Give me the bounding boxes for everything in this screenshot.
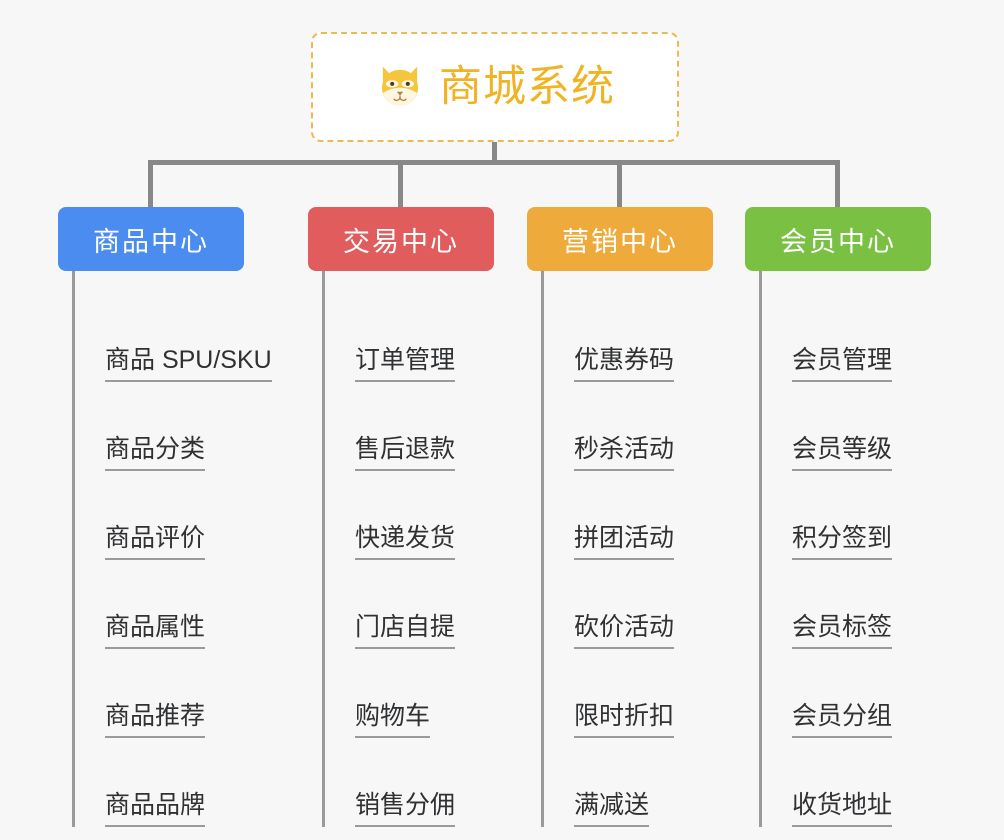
list-item[interactable]: 积分签到 [762,471,931,560]
list-item[interactable]: 拼团活动 [544,471,713,560]
root-title: 商城系统 [439,62,615,111]
list-item[interactable]: 会员等级 [762,382,931,471]
connector-drop-1 [148,160,153,207]
list-item-label: 会员管理 [792,346,893,382]
list-item[interactable]: 商品 SPU/SKU [75,293,272,382]
branch-header-label: 交易中心 [343,226,459,257]
shiba-dog-face-icon [382,66,418,106]
list-item-label: 门店自提 [355,613,456,649]
branch-items-4: 会员管理 会员等级 积分签到 会员标签 会员分组 收货地址 [759,271,931,827]
list-item[interactable]: 订单管理 [325,293,494,382]
list-item-label: 商品品牌 [105,791,206,827]
list-item-label: 商品 SPU/SKU [105,346,272,382]
list-item-label: 积分签到 [792,524,893,560]
list-item-label: 拼团活动 [574,524,675,560]
list-item[interactable]: 满减送 [544,738,713,827]
list-item[interactable]: 快递发货 [325,471,494,560]
list-item-label: 会员等级 [792,435,893,471]
branch-header-label: 营销中心 [562,226,678,257]
list-item-label: 订单管理 [355,346,456,382]
list-item-label: 商品推荐 [105,702,206,738]
list-item[interactable]: 砍价活动 [544,560,713,649]
connector-drop-3 [617,160,622,207]
list-item[interactable]: 售后退款 [325,382,494,471]
connector-bus [148,160,840,165]
list-item-label: 售后退款 [355,435,456,471]
branch-header-2[interactable]: 交易中心 [308,207,494,271]
branch-header-label: 商品中心 [93,226,209,257]
list-item-label: 购物车 [355,702,431,738]
connector-drop-2 [398,160,403,207]
branch-header-1[interactable]: 商品中心 [58,207,244,271]
branch-header-4[interactable]: 会员中心 [745,207,931,271]
list-item-label: 会员分组 [792,702,893,738]
list-item[interactable]: 会员标签 [762,560,931,649]
branch-header-3[interactable]: 营销中心 [527,207,713,271]
list-item[interactable]: 商品分类 [75,382,244,471]
list-item-label: 商品评价 [105,524,206,560]
branch-column-3: 营销中心 优惠券码 秒杀活动 拼团活动 砍价活动 限时折扣 满减送 [527,207,713,827]
root-node[interactable]: 商城系统 [311,32,679,142]
list-item[interactable]: 商品推荐 [75,649,244,738]
list-item-label: 快递发货 [355,524,456,560]
list-item-label: 砍价活动 [574,613,675,649]
list-item[interactable]: 优惠券码 [544,293,713,382]
list-item-label: 优惠券码 [574,346,675,382]
list-item[interactable]: 销售分佣 [325,738,494,827]
branch-items-2: 订单管理 售后退款 快递发货 门店自提 购物车 销售分佣 [322,271,494,827]
list-item-label: 商品属性 [105,613,206,649]
list-item[interactable]: 秒杀活动 [544,382,713,471]
list-item-label: 收货地址 [792,791,893,827]
list-item-label: 限时折扣 [574,702,675,738]
list-item-label: 销售分佣 [355,791,456,827]
list-item-label: 商品分类 [105,435,206,471]
branch-items-1: 商品 SPU/SKU 商品分类 商品评价 商品属性 商品推荐 商品品牌 [72,271,272,827]
connector-drop-4 [835,160,840,207]
list-item[interactable]: 门店自提 [325,560,494,649]
connector-root-stem [492,142,497,164]
list-item[interactable]: 商品评价 [75,471,244,560]
list-item[interactable]: 购物车 [325,649,494,738]
list-item[interactable]: 会员管理 [762,293,931,382]
list-item[interactable]: 商品品牌 [75,738,244,827]
list-item[interactable]: 限时折扣 [544,649,713,738]
branch-column-4: 会员中心 会员管理 会员等级 积分签到 会员标签 会员分组 收货地址 [745,207,931,827]
branch-header-label: 会员中心 [780,226,896,257]
list-item-label: 满减送 [574,791,650,827]
list-item[interactable]: 会员分组 [762,649,931,738]
list-item-label: 会员标签 [792,613,893,649]
list-item-label: 秒杀活动 [574,435,675,471]
list-item[interactable]: 商品属性 [75,560,244,649]
branch-column-2: 交易中心 订单管理 售后退款 快递发货 门店自提 购物车 销售分佣 [308,207,494,827]
list-item[interactable]: 收货地址 [762,738,931,827]
branch-column-1: 商品中心 商品 SPU/SKU 商品分类 商品评价 商品属性 商品推荐 商品品牌 [58,207,272,827]
branch-items-3: 优惠券码 秒杀活动 拼团活动 砍价活动 限时折扣 满减送 [541,271,713,827]
